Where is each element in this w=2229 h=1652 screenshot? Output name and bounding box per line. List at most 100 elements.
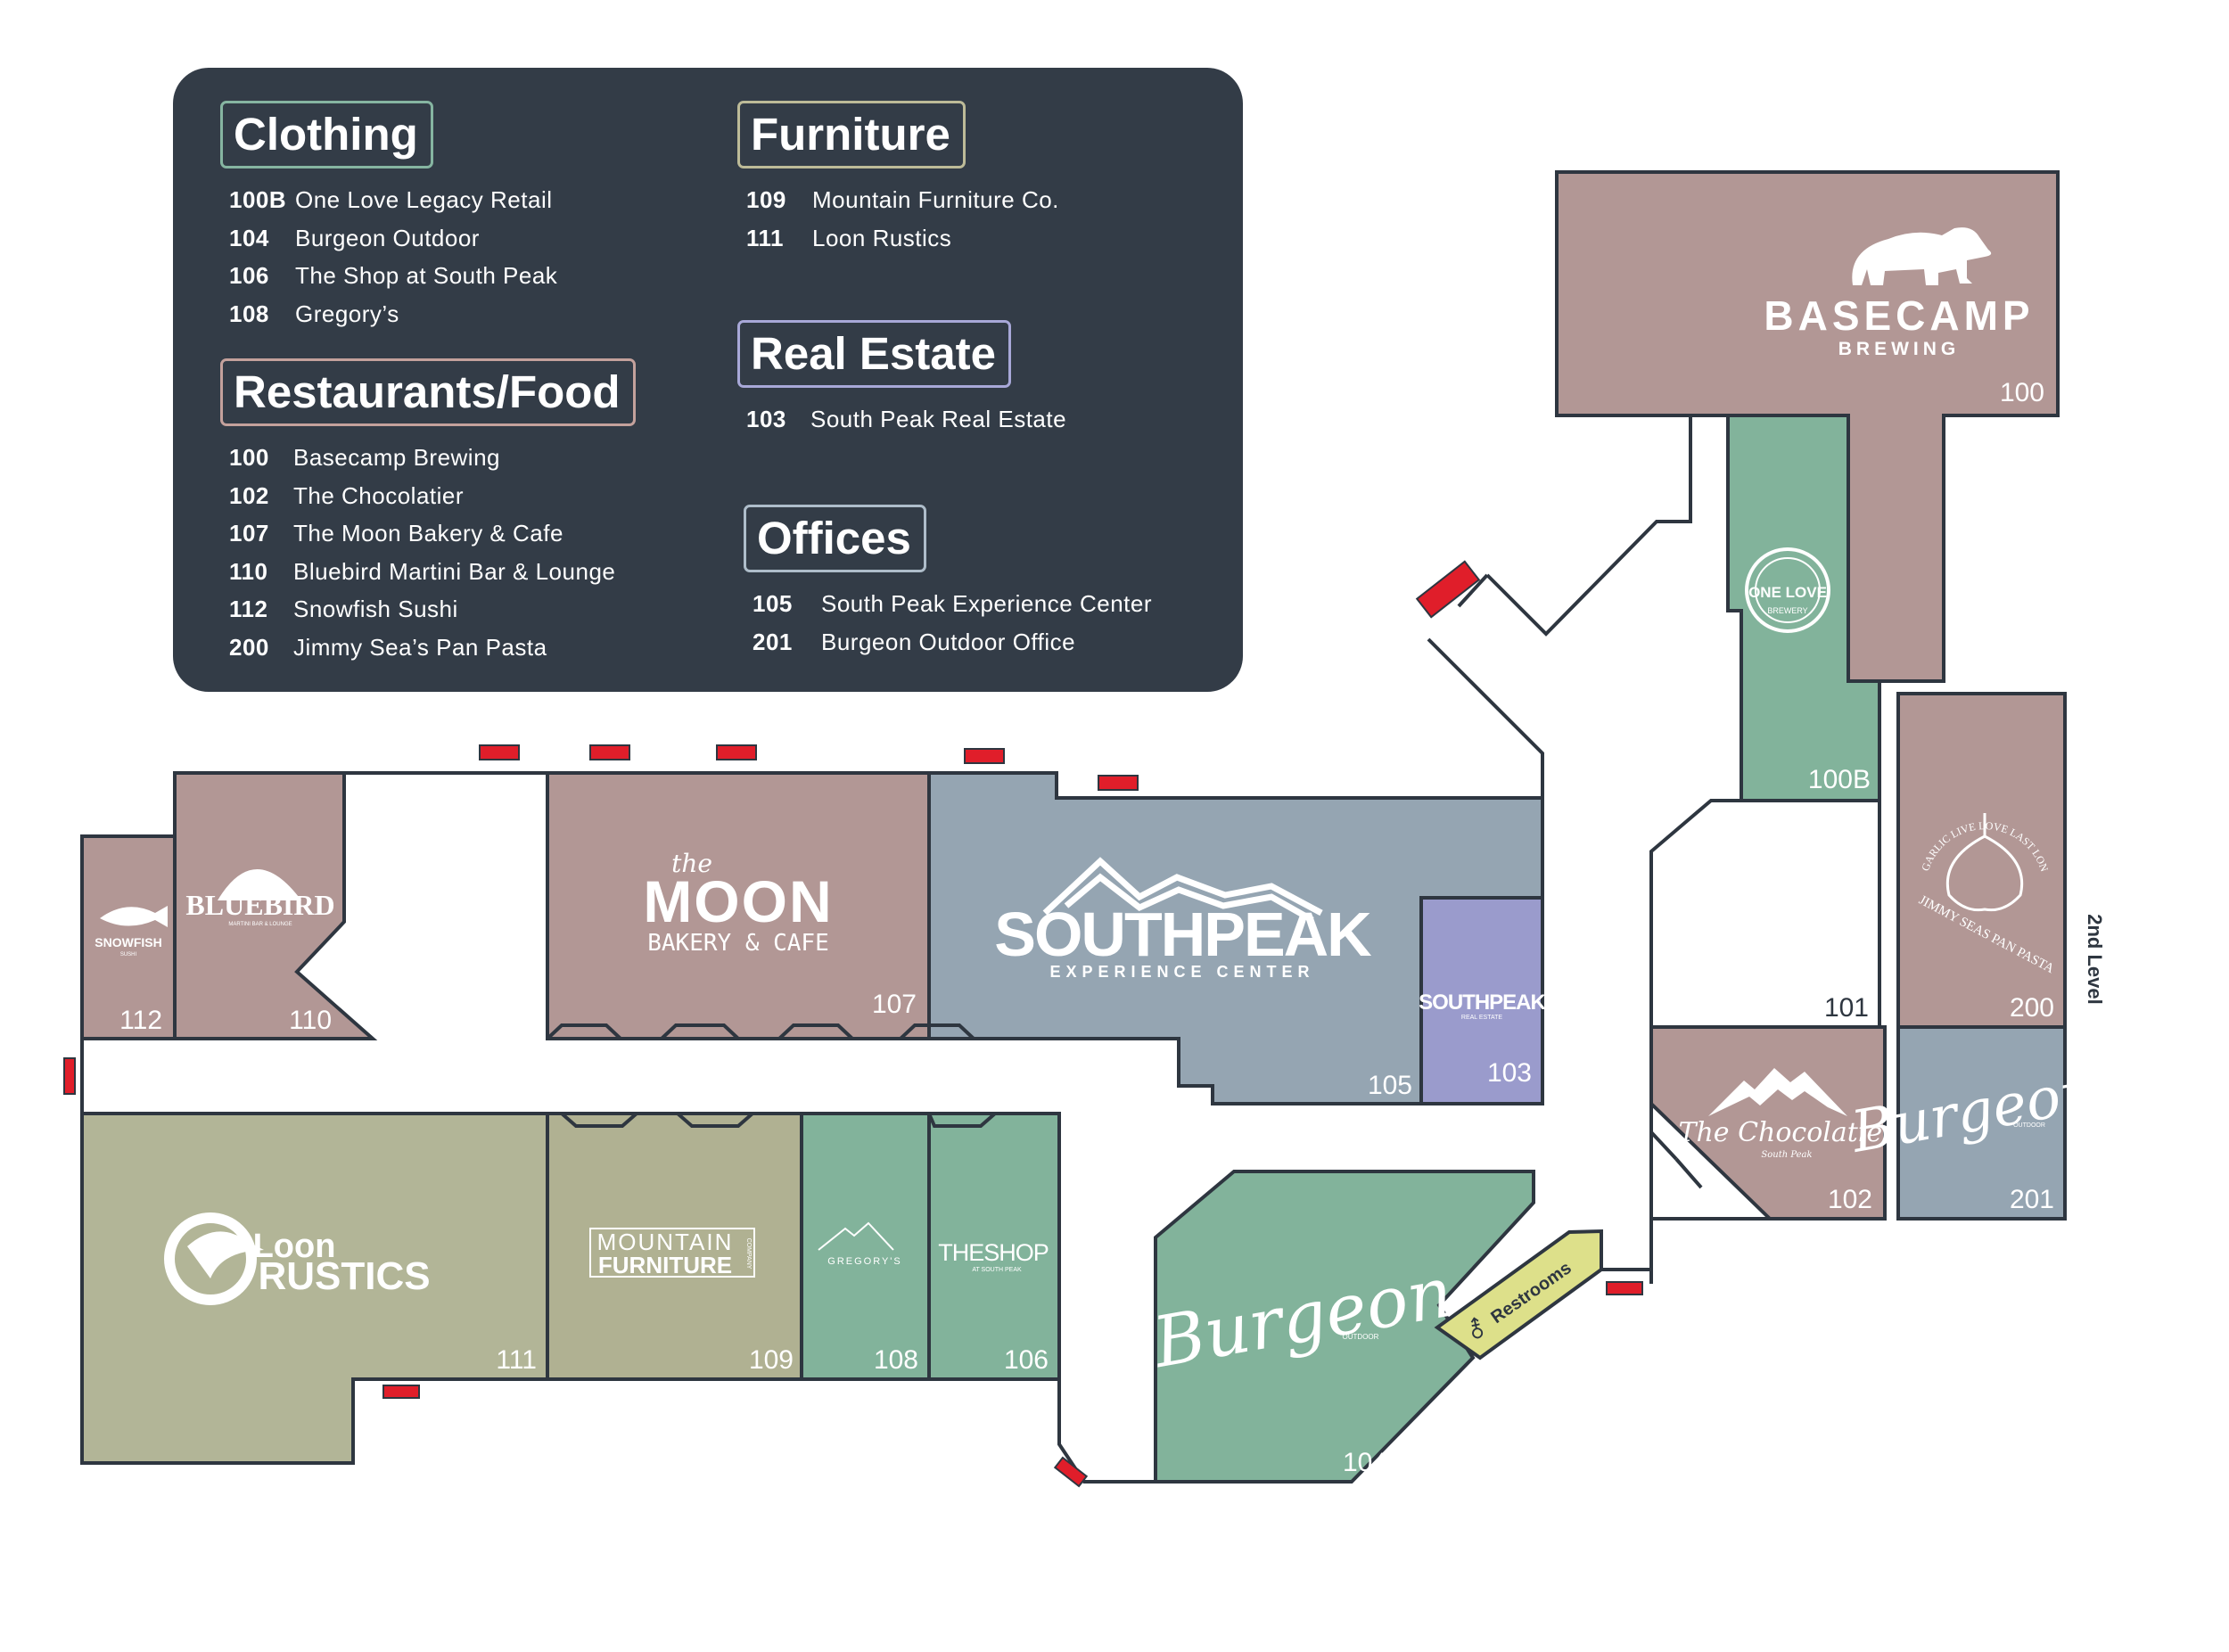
unit-102-shape[interactable] (1649, 1025, 1887, 1221)
category-title: Offices (744, 505, 926, 572)
basecamp-logo-sub: BREWING (1838, 339, 1961, 359)
moon-logo-text: MOON (643, 868, 833, 934)
entry-name: South Peak Real Estate (810, 406, 1067, 432)
unit-105-shape[interactable] (927, 771, 1544, 1105)
unit-number-103: 103 (1487, 1058, 1532, 1088)
legend-entry[interactable]: 100B One Love Legacy Retail (220, 181, 557, 219)
entry-name: Bluebird Martini Bar & Lounge (293, 557, 616, 585)
south-peak-re-logo-text: SOUTHPEAK (1419, 990, 1546, 1015)
entry-name: One Love Legacy Retail (295, 186, 553, 213)
entry-number: 107 (229, 520, 269, 547)
entry-number: 106 (229, 262, 269, 290)
unit-number-101: 101 (1824, 993, 1869, 1023)
entry-number: 109 (746, 186, 786, 213)
entry-name: Burgeon Outdoor Office (821, 628, 1076, 655)
entry-name: South Peak Experience Center (821, 590, 1152, 617)
unit-106-shape[interactable] (927, 1112, 1061, 1381)
loon-logo-text: Loon (253, 1228, 336, 1265)
bluebird-logo-text: BLUEBIRD (185, 889, 334, 921)
one-love-logo-text: ONE LOVE (1748, 584, 1827, 601)
unit-100-shape[interactable] (1555, 170, 2060, 683)
snowfish-logo-text: SNOWFISH (95, 935, 161, 949)
legend-entry[interactable]: 104 Burgeon Outdoor (220, 219, 557, 258)
door (1606, 1281, 1643, 1295)
unit-110-shape[interactable] (173, 771, 378, 1040)
the-shop-logo-text: THESHOP (938, 1239, 1049, 1266)
corridor-walls (80, 415, 1770, 1484)
unit-number-111: 111 (496, 1345, 537, 1375)
unit-number-104: 104 (1343, 1448, 1387, 1477)
entry-number: 100B (229, 186, 287, 213)
unit-number-100B: 100B (1808, 765, 1871, 794)
unit-103-shape[interactable] (1419, 896, 1544, 1105)
one-love-logo-sub: BREWERY (1767, 606, 1807, 615)
door (479, 744, 520, 760)
entry-name: Loon Rustics (812, 224, 952, 251)
loon-logo-sub: RUSTICS (258, 1254, 430, 1298)
entry-name: Jimmy Sea’s Pan Pasta (293, 633, 547, 661)
garlic-icon (1945, 813, 2024, 912)
moon-logo-pre: the (671, 849, 712, 878)
bluebird-logo-sub: MARTINI BAR & LOUNGE (228, 922, 292, 927)
moon-logo-sub: BAKERY & CAFE (647, 930, 829, 957)
legend-entry[interactable]: 201 Burgeon Outdoor Office (744, 623, 1152, 662)
unit-number-105: 105 (1368, 1071, 1412, 1100)
snowfish-logo-sub: SUSHI (120, 952, 137, 958)
the-shop-logo-sub: AT SOUTH PEAK (972, 1267, 1022, 1273)
unit-number-110: 110 (289, 1006, 332, 1035)
category-title: Furniture (737, 101, 966, 168)
legend-entry[interactable]: 102 The Chocolatier (220, 477, 636, 515)
unit-201-shape[interactable] (1896, 1025, 2067, 1221)
chocolatier-logo-sub: South Peak (1761, 1150, 1812, 1160)
entrance-doors (63, 560, 1643, 1488)
entry-number: 100 (229, 444, 269, 471)
entry-name: Burgeon Outdoor (295, 224, 480, 251)
martini-icon (218, 869, 301, 900)
unit-number-201: 201 (2010, 1185, 2054, 1214)
store-units (80, 170, 2067, 1484)
mountain-furniture-logo-text: MOUNTAIN (597, 1229, 734, 1255)
burgeon-logo-sub: OUTDOOR (1343, 1333, 1379, 1341)
door (1098, 775, 1139, 791)
south-peak-logo-sub: EXPERIENCE CENTER (1049, 963, 1314, 981)
door (382, 1385, 420, 1399)
south-peak-logo-text: SOUTHPEAK (994, 900, 1371, 969)
entry-number: 102 (229, 481, 269, 509)
entry-name: The Chocolatier (293, 481, 465, 509)
entry-number: 201 (753, 628, 793, 655)
entry-number: 104 (229, 224, 269, 251)
loon-icon (164, 1212, 264, 1305)
unit-108-shape[interactable] (800, 1112, 931, 1381)
unit-200-shape[interactable] (1896, 692, 2067, 1029)
door (964, 748, 1005, 764)
unit-numbers: 100 100B 101 102 103 104 105 106 107 108… (119, 378, 2054, 1477)
gregorys-logo-text: GREGORY'S (827, 1256, 901, 1267)
entry-number: 112 (229, 596, 268, 623)
category-title: Clothing (220, 101, 433, 168)
unit-number-106: 106 (1004, 1345, 1049, 1375)
door (589, 744, 630, 760)
unit-number-112: 112 (119, 1006, 162, 1035)
category-title: Restaurants/Food (220, 358, 636, 426)
category-list: 100B One Love Legacy Retail 104 Burgeon Ou… (220, 181, 557, 333)
chocolatier-logo-text: The Chocolatier (1678, 1117, 1896, 1148)
mountain-icon (1708, 1068, 1847, 1116)
second-level-label: 2nd Level (2084, 914, 2106, 1004)
unit-107-shape[interactable] (546, 771, 931, 1040)
